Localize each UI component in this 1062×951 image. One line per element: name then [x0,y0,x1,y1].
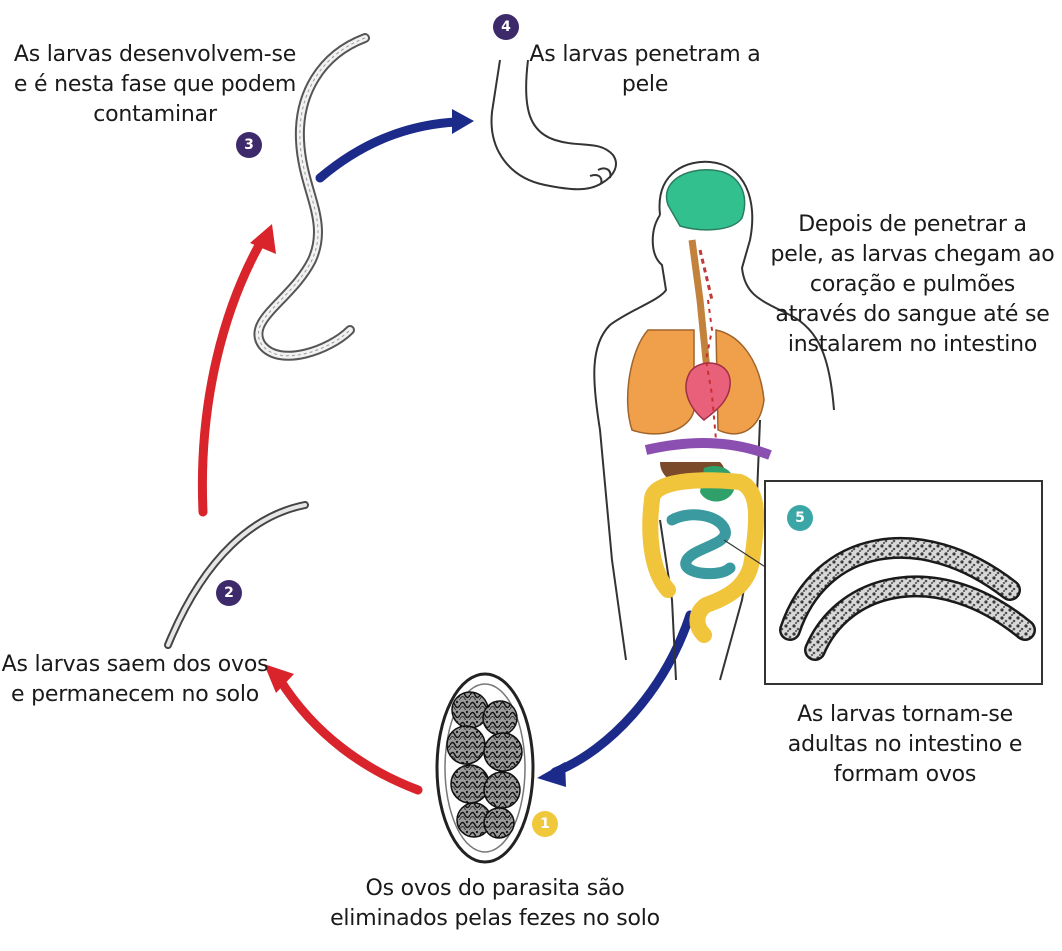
step-3-label: As larvas desenvolvem-se e é nesta fase … [10,40,300,130]
larva-young-illustration [168,505,305,645]
step-4-badge: 4 [493,14,519,40]
step-1-label: Os ovos do parasita são eliminados pelas… [330,874,660,934]
arrow-egg-to-hatch [280,680,418,790]
arrow-hatch-to-larva [202,240,262,512]
step-5-label: As larvas tornam-se adultas no intestino… [770,700,1040,790]
step-2-badge: 2 [216,580,242,606]
step-3-badge: 3 [236,132,262,158]
body-migration-note: Depois de penetrar a pele, as larvas che… [765,210,1060,360]
egg-illustration [437,674,533,862]
step-1-badge: 1 [532,811,558,837]
step-4-label: As larvas penetram a pele [525,40,765,100]
step-2-label: As larvas saem dos ovos e permanecem no … [0,650,270,710]
arrowhead-larva-to-skin [452,109,474,134]
arrow-larva-to-skin [320,122,455,178]
arrowhead-body-to-egg [537,762,566,787]
step-5-badge: 5 [787,505,813,531]
